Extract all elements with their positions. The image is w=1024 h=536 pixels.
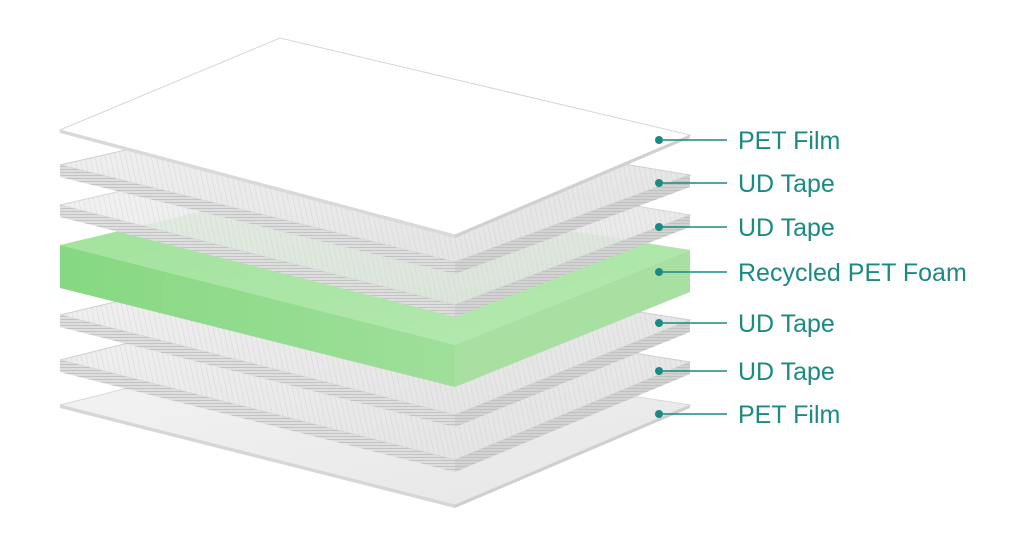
callout-4: UD Tape [655,310,835,338]
callout-dot [655,268,663,276]
callout-3: Recycled PET Foam [655,259,967,287]
layer-label-ud-tape-3: UD Tape [738,310,835,338]
callout-dot [655,319,663,327]
callout-5: UD Tape [655,358,835,386]
callout-dot [655,179,663,187]
callout-0: PET Film [655,127,840,155]
callout-dot [655,223,663,231]
callout-1: UD Tape [655,170,835,198]
callout-dot [655,367,663,375]
callout-dot [655,136,663,144]
layer-label-recycled-pet-foam: Recycled PET Foam [738,259,967,287]
callout-6: PET Film [655,401,840,429]
pet-film-top [58,37,692,238]
layer-label-pet-film-bottom: PET Film [738,401,840,429]
layer-label-ud-tape-2: UD Tape [738,214,835,242]
layer-label-ud-tape-1: UD Tape [738,170,835,198]
callout-2: UD Tape [655,214,835,242]
layer-label-pet-film-top: PET Film [738,127,840,155]
layer-label-ud-tape-4: UD Tape [738,358,835,386]
callout-dot [655,410,663,418]
callouts: PET Film UD Tape UD Tape Recycled PET Fo… [655,127,967,429]
